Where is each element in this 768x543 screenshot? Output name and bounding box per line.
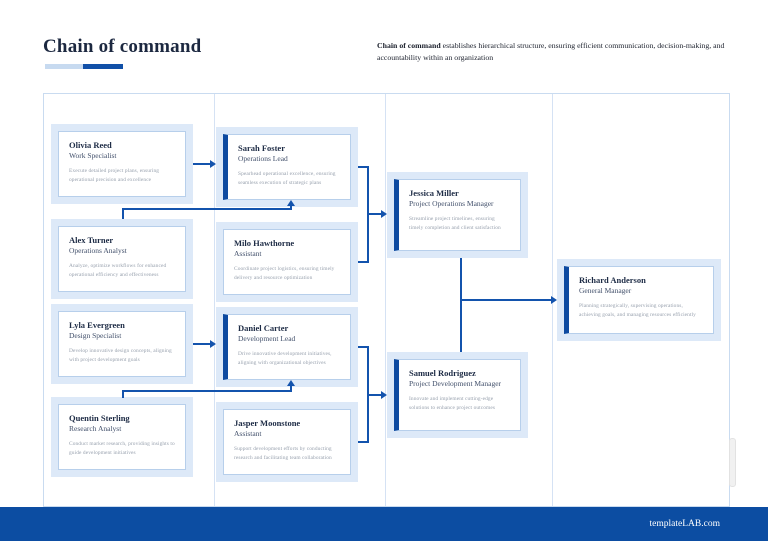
person-desc: Planning strategically, supervising oper… [579, 303, 696, 319]
person-desc: Conduct market research, providing insig… [69, 441, 175, 457]
person-role: Work Specialist [69, 150, 117, 160]
person-name: Alex Turner [69, 235, 114, 245]
org-box-daniel-carter: Daniel Carter Development Lead Drive inn… [216, 307, 358, 387]
person-name: Richard Anderson [579, 275, 646, 285]
person-role: Assistant [234, 428, 262, 438]
person-name: Daniel Carter [238, 323, 289, 333]
person-desc: Support development efforts by conductin… [234, 446, 332, 462]
connector-line [122, 208, 124, 219]
connector-line [122, 390, 292, 392]
connector-arrow [381, 210, 387, 218]
org-box-milo-hawthorne: Milo Hawthorne Assistant Coordinate proj… [216, 222, 358, 302]
column-divider [214, 94, 215, 506]
connector-arrow [210, 340, 216, 348]
org-box-quentin-sterling: Quentin Sterling Research Analyst Conduc… [51, 397, 193, 477]
person-desc: Develop innovative design concepts, alig… [69, 348, 172, 364]
connector-line [122, 390, 124, 398]
org-box-sarah-foster: Sarah Foster Operations Lead Spearhead o… [216, 127, 358, 207]
person-name: Jasper Moonstone [234, 418, 301, 428]
intro-rest: establishes hierarchical structure, ensu… [377, 41, 725, 62]
title-underline-dark [83, 64, 123, 69]
person-desc: Coordinate project logistics, ensuring t… [234, 266, 335, 282]
org-box-lyla-evergreen: Lyla Evergreen Design Specialist Develop… [51, 304, 193, 384]
person-name: Olivia Reed [69, 140, 112, 150]
org-box-jessica-miller: Jessica Miller Project Operations Manage… [387, 172, 528, 258]
org-box-alex-turner: Alex Turner Operations Analyst Analyze, … [51, 219, 193, 299]
person-role: Development Lead [238, 333, 296, 343]
person-role: Design Specialist [69, 330, 122, 340]
org-box-jasper-moonstone: Jasper Moonstone Assistant Support devel… [216, 402, 358, 482]
person-name: Jessica Miller [409, 188, 459, 198]
person-role: Research Analyst [69, 423, 122, 433]
title-underline-light [45, 64, 83, 69]
connector-line [290, 385, 292, 391]
column-divider [385, 94, 386, 506]
connector-line [358, 166, 369, 168]
person-desc: Streamline project timelines, ensuring t… [409, 216, 501, 232]
person-role: Operations Analyst [69, 245, 127, 255]
person-role: General Manager [579, 285, 632, 295]
connector-arrow [551, 296, 557, 304]
connector-line [460, 258, 462, 352]
connector-line [122, 208, 292, 210]
connector-line [193, 163, 210, 165]
chart-canvas: Olivia Reed Work Specialist Execute deta… [43, 93, 730, 507]
connector-line [290, 205, 292, 210]
org-box-richard-anderson: Richard Anderson General Manager Plannin… [557, 259, 721, 341]
connector-arrow [210, 160, 216, 168]
person-desc: Drive innovative development initiatives… [238, 351, 332, 367]
person-role: Assistant [234, 248, 262, 258]
person-role: Operations Lead [238, 153, 288, 163]
connector-arrow [381, 391, 387, 399]
person-role: Project Development Manager [409, 378, 502, 388]
person-name: Milo Hawthorne [234, 238, 295, 248]
intro-lead: Chain of command [377, 41, 441, 50]
person-name: Sarah Foster [238, 143, 285, 153]
person-desc: Analyze, optimize workflows for enhanced… [69, 263, 167, 279]
connector-arrow [287, 200, 295, 206]
person-desc: Innovate and implement cutting-edge solu… [409, 396, 496, 412]
footer-bar: templateLAB.com [0, 507, 768, 541]
connector-arrow [287, 380, 295, 386]
intro-text: Chain of command establishes hierarchica… [377, 40, 725, 63]
person-desc: Execute detailed project plans, ensuring… [69, 168, 160, 184]
person-role: Project Operations Manager [409, 198, 494, 208]
page-title: Chain of command [43, 36, 202, 57]
person-name: Samuel Rodriguez [409, 368, 476, 378]
person-name: Quentin Sterling [69, 413, 130, 423]
connector-line [358, 441, 369, 443]
person-desc: Spearhead operational excellence, ensuri… [238, 171, 336, 187]
org-box-samuel-rodriguez: Samuel Rodriguez Project Development Man… [387, 352, 528, 438]
footer-brand: templateLAB.com [649, 519, 720, 529]
org-box-olivia-reed: Olivia Reed Work Specialist Execute deta… [51, 124, 193, 204]
connector-line [460, 299, 551, 301]
connector-line [367, 394, 381, 396]
connector-line [358, 261, 369, 263]
person-name: Lyla Evergreen [69, 320, 125, 330]
connector-line [358, 346, 369, 348]
scrollbar-thumb[interactable] [729, 438, 736, 487]
connector-line [367, 213, 381, 215]
connector-line [193, 343, 210, 345]
